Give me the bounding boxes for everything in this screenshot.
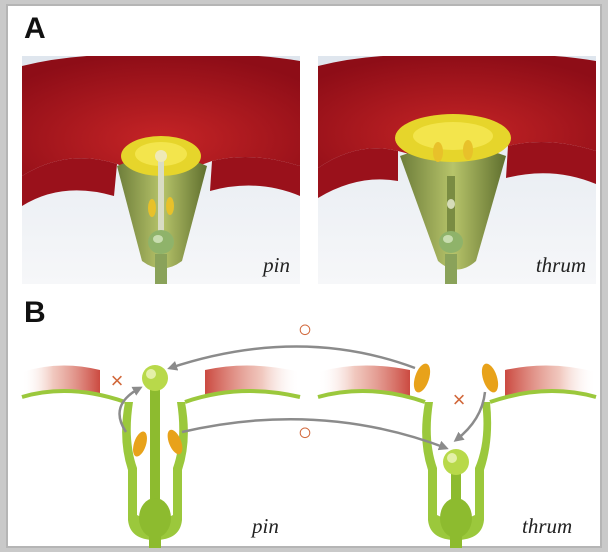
pin-style <box>150 388 160 508</box>
pin-anther-left <box>130 430 149 458</box>
compatible-mark-bottom: ○ <box>298 419 313 446</box>
thrum-stigma <box>443 449 469 475</box>
pin-stigma <box>142 365 168 391</box>
thrum-anther-right <box>479 362 502 395</box>
pin-diagram-label: pin <box>252 514 279 539</box>
pin-to-thrum-arrow <box>182 419 446 448</box>
thrum-to-pin-arrow <box>170 347 415 369</box>
compatible-mark-top: ○ <box>298 316 313 343</box>
incompatible-mark-pin: × <box>111 368 124 393</box>
pin-left-rim <box>22 391 125 402</box>
incompatible-mark-thrum: × <box>453 387 466 412</box>
thrum-diagram-label: thrum <box>522 514 572 539</box>
pin-right-rim <box>185 391 300 402</box>
